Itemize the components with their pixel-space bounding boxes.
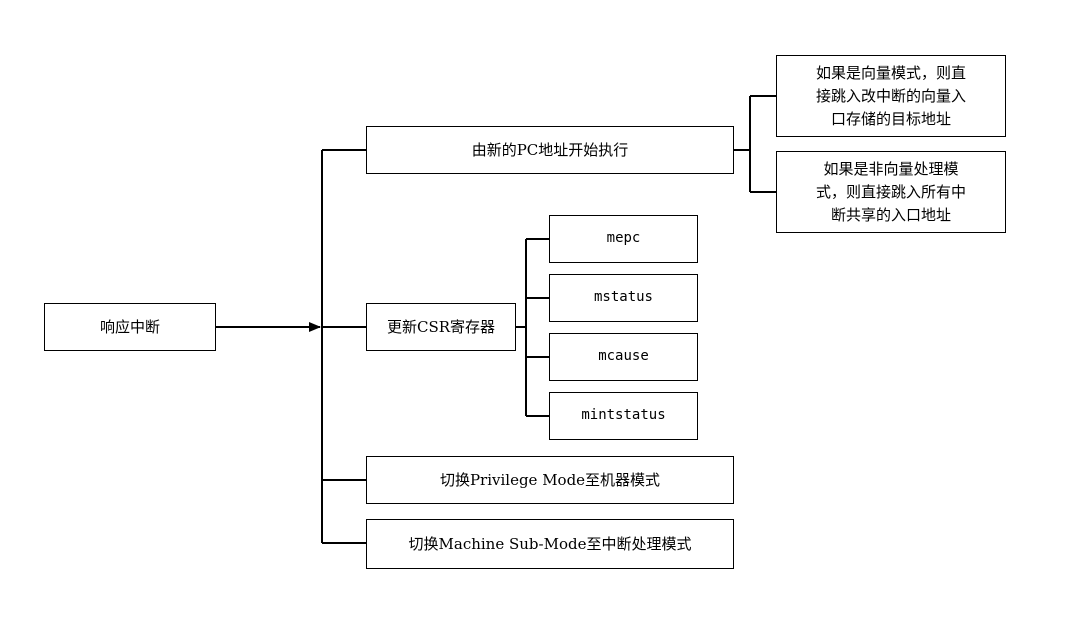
branch-node-pc: 由新的PC地址开始执行 [366,126,734,174]
pc-child-nonvector-node: 如果是非向量处理模 式，则直接跳入所有中 断共享的入口地址 [776,151,1006,233]
branch-node-csr: 更新CSR寄存器 [366,303,516,351]
pc-child-vector-node: 如果是向量模式，则直 接跳入改中断的向量入 口存储的目标地址 [776,55,1006,137]
csr-child-mstatus-node: mstatus [549,274,698,322]
csr-child-mcause-node: mcause [549,333,698,381]
csr-child-mepc-node: mepc [549,215,698,263]
branch-node-submode: 切换Machine Sub-Mode至中断处理模式 [366,519,734,569]
csr-child-mintstatus-node: mintstatus [549,392,698,440]
branch-node-privilege: 切换Privilege Mode至机器模式 [366,456,734,504]
root-node: 响应中断 [44,303,216,351]
